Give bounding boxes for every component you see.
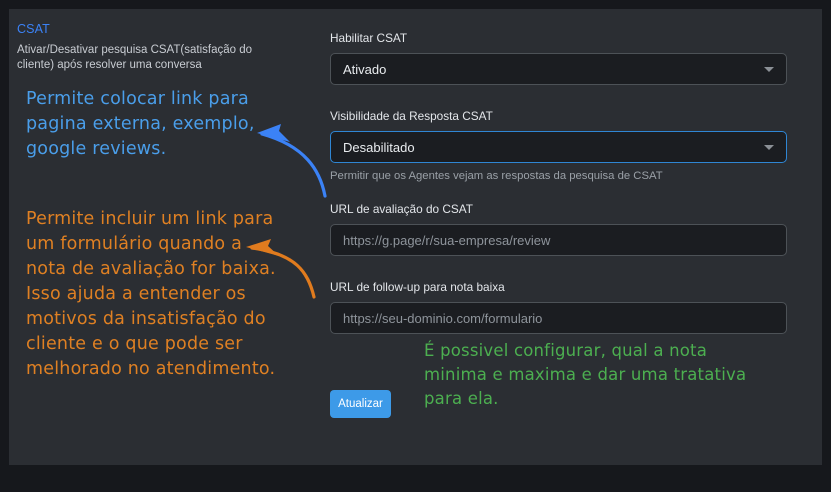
review-url-input[interactable]: https://g.page/r/sua-empresa/review bbox=[330, 224, 787, 256]
field-followup-url: URL de follow-up para nota baixa https:/… bbox=[330, 280, 787, 334]
followup-url-input[interactable]: https://seu-dominio.com/formulario bbox=[330, 302, 787, 334]
annotation-orange: Permite incluir um link para um formulár… bbox=[26, 209, 276, 379]
field-enable-csat: Habilitar CSAT Ativado bbox=[330, 31, 787, 85]
response-visibility-select[interactable]: Desabilitado bbox=[330, 131, 787, 163]
followup-url-placeholder: https://seu-dominio.com/formulario bbox=[343, 310, 543, 326]
enable-csat-label: Habilitar CSAT bbox=[330, 31, 408, 45]
csat-settings-panel: CSAT Ativar/Desativar pesquisa CSAT(sati… bbox=[9, 9, 822, 465]
enable-csat-select[interactable]: Ativado bbox=[330, 53, 787, 85]
section-description: Ativar/Desativar pesquisa CSAT(satisfaçã… bbox=[17, 44, 252, 71]
annotation-blue: Permite colocar link para pagina externa… bbox=[26, 89, 255, 159]
csat-form: Habilitar CSAT Ativado Visibilidade da R… bbox=[330, 31, 787, 334]
field-review-url: URL de avaliação do CSAT https://g.page/… bbox=[330, 202, 787, 256]
response-visibility-value: Desabilitado bbox=[343, 139, 415, 155]
page-title: CSAT bbox=[17, 22, 50, 36]
chevron-down-icon bbox=[764, 145, 774, 150]
enable-csat-value: Ativado bbox=[343, 61, 387, 77]
field-response-visibility: Visibilidade da Resposta CSAT Desabilita… bbox=[330, 109, 787, 182]
chevron-down-icon bbox=[764, 67, 774, 72]
update-button[interactable]: Atualizar bbox=[330, 390, 391, 418]
review-url-placeholder: https://g.page/r/sua-empresa/review bbox=[343, 232, 551, 248]
annotation-green: É possivel configurar, qual a nota minim… bbox=[424, 341, 747, 408]
response-visibility-label: Visibilidade da Resposta CSAT bbox=[330, 109, 493, 123]
section-info: CSAT Ativar/Desativar pesquisa CSAT(sati… bbox=[17, 21, 317, 72]
response-visibility-help: Permitir que os Agentes vejam as respost… bbox=[330, 170, 663, 182]
followup-url-label: URL de follow-up para nota baixa bbox=[330, 280, 505, 294]
review-url-label: URL de avaliação do CSAT bbox=[330, 202, 473, 216]
